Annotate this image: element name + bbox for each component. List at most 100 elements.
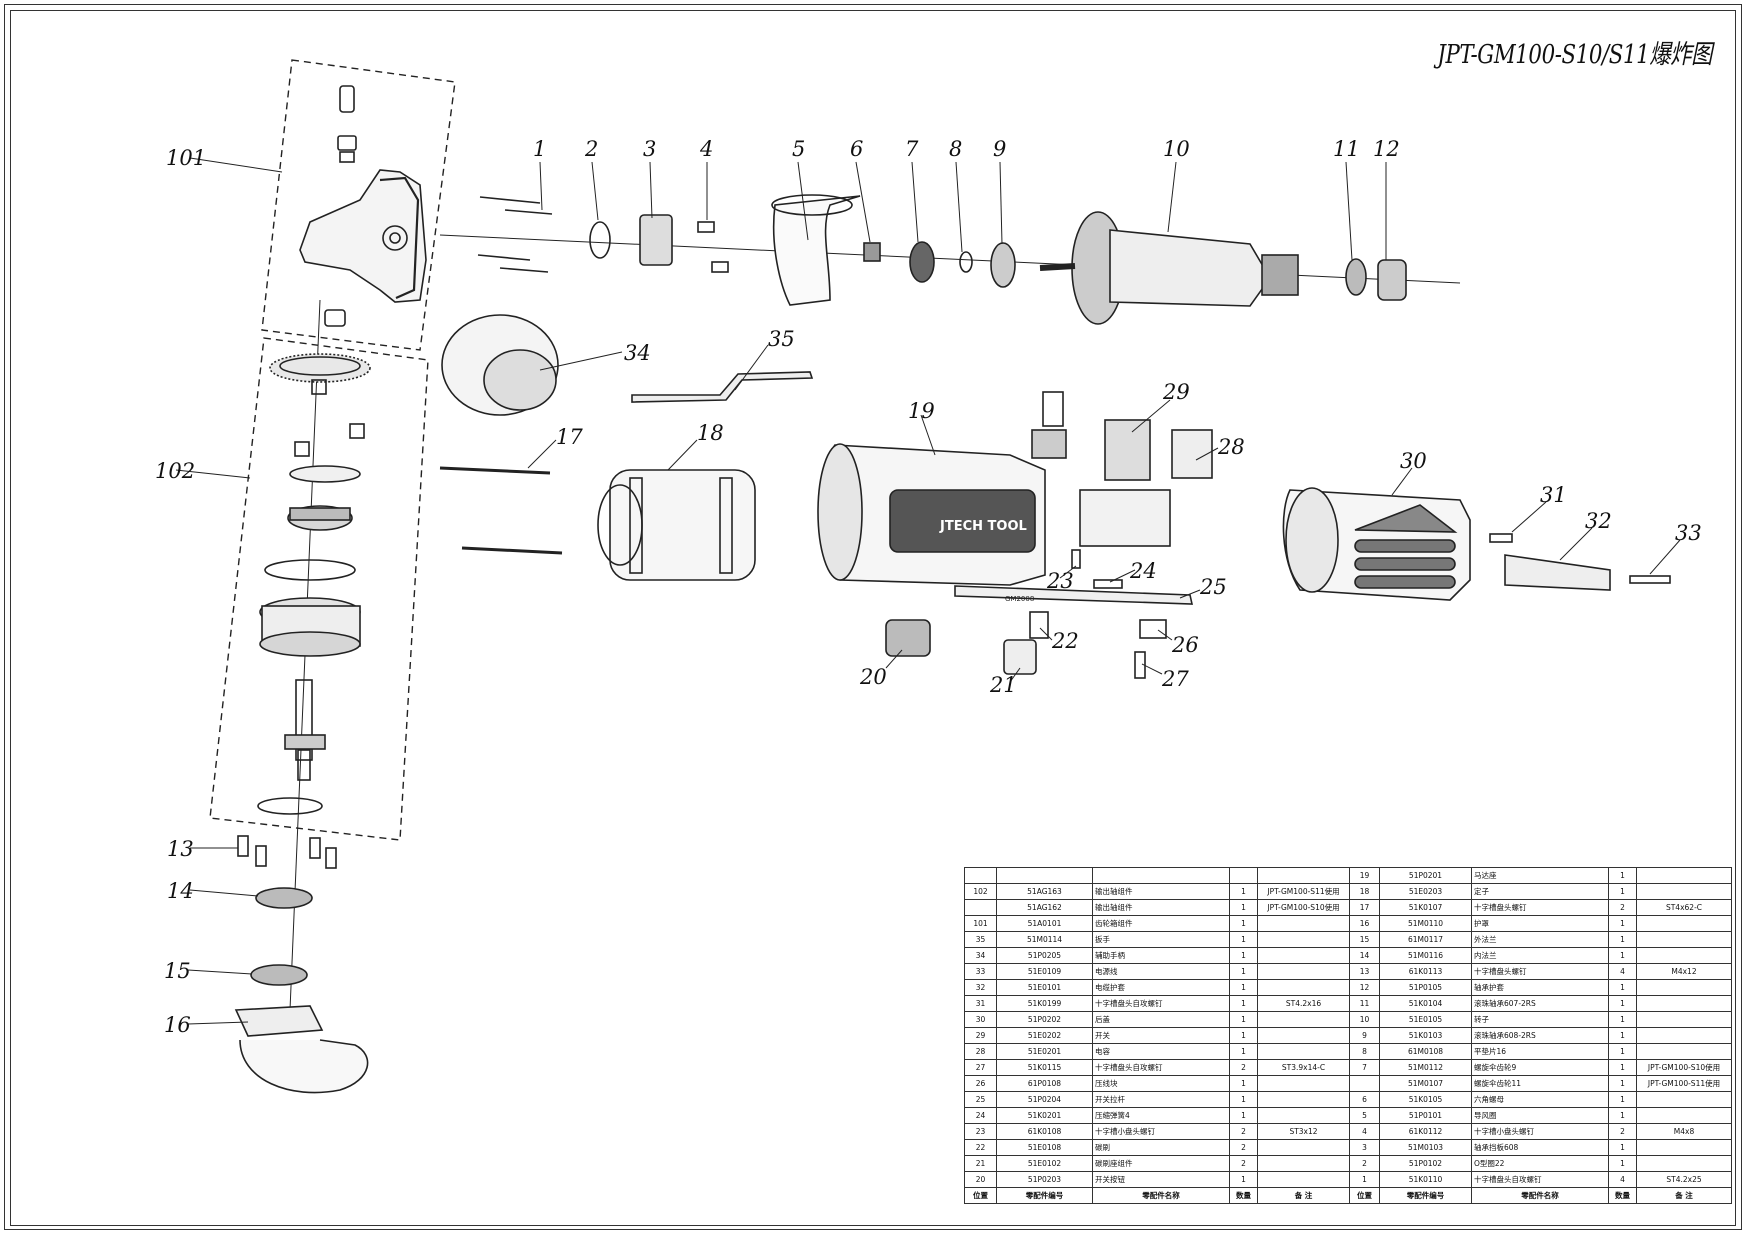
table-cell-code: 51K0201 [996,1107,1093,1124]
table-cell-name [1092,867,1230,884]
table-cell-name: 开关拉杆 [1092,1091,1230,1108]
table-cell-name: 十字槽小盘头螺钉 [1092,1123,1230,1140]
table-cell-pos: 9 [1349,1027,1380,1044]
brand-logo: JTECH TOOL [939,519,1027,534]
table-cell-pos: 32 [964,979,997,996]
table-cell-pos: 4 [1349,1123,1380,1140]
table-cell-pos: 31 [964,995,997,1012]
table-cell-note [1636,931,1732,948]
table-cell-pos: 14 [1349,947,1380,964]
callout-18: 18 [697,421,724,445]
table-header-cell: 零配件编号 [996,1187,1093,1204]
table-cell-qty: 2 [1229,1139,1258,1156]
table-cell-note [1636,1155,1732,1172]
callout-10: 10 [1163,137,1190,161]
table-cell-code: 51P0202 [996,1011,1093,1028]
screw-4b [711,261,729,273]
table-header-row: 位置零配件编号零配件名称数量备 注位置零配件编号零配件名称数量备 注 [964,1187,1732,1204]
table-cell-code: 51E0108 [996,1139,1093,1156]
table-cell-qty: 1 [1608,947,1637,964]
table-cell-qty: 2 [1608,899,1637,916]
table-cell-note [1257,1027,1350,1044]
table-cell-qty: 1 [1608,883,1637,900]
table-cell-code: 51A0101 [996,915,1093,932]
table-cell-code: 51E0203 [1379,883,1472,900]
bearing-plate [639,214,673,266]
table-cell-code: 51K0104 [1379,995,1472,1012]
table-cell-pos: 35 [964,931,997,948]
table-cell-qty: 1 [1608,1011,1637,1028]
table-cell-pos: 27 [964,1059,997,1076]
table-header-cell: 位置 [1349,1187,1380,1204]
table-cell-qty: 1 [1608,867,1637,884]
bearing-sleeve [1377,259,1407,301]
table-cell-name: 压缩弹簧4 [1092,1107,1230,1124]
table-cell-code: 51M0110 [1379,915,1472,932]
table-cell-code: 51E0202 [996,1027,1093,1044]
switch-terminal [1031,429,1067,459]
callout-2: 2 [584,137,598,161]
switch-rod [954,585,1194,605]
table-cell-qty: 1 [1608,1091,1637,1108]
table-cell-note [1636,867,1732,884]
callout-19: 19 [908,399,935,423]
table-cell-qty [1229,867,1258,884]
brush-holder [1003,639,1037,675]
carbon-brush [1029,611,1049,639]
table-cell-pos: 26 [964,1075,997,1092]
table-cell-name: 齿轮箱组件 [1092,915,1230,932]
table-cell-note [1257,1091,1350,1108]
table-cell-note: JPT-GM100-S10使用 [1257,899,1350,916]
table-cell-code [996,867,1093,884]
table-cell-code: 51AG162 [996,899,1093,916]
screws-13 [237,835,337,869]
table-cell-name: 内法兰 [1471,947,1609,964]
table-cell-pos: 19 [1349,867,1380,884]
table-cell-name: 碳刷座组件 [1092,1155,1230,1172]
compression-spring [1093,579,1123,589]
table-cell-note [1257,1139,1350,1156]
table-cell-code: 51K0115 [996,1059,1093,1076]
table-cell-qty: 2 [1229,1059,1258,1076]
table-cell-code: 51E0101 [996,979,1093,996]
rear-cover [1282,487,1471,601]
callout-12: 12 [1373,137,1400,161]
hex-nut [863,242,881,262]
table-cell-qty: 1 [1229,883,1258,900]
table-cell-pos [964,867,997,884]
table-cell-code: 51K0105 [1379,1091,1472,1108]
table-cell-qty: 1 [1608,1155,1637,1172]
table-cell-qty: 1 [1608,1027,1637,1044]
table-cell-note [1257,915,1350,932]
callout-4: 4 [699,137,713,161]
cable-sleeve [1504,554,1611,591]
table-cell-qty: 1 [1608,1139,1637,1156]
table-cell-code: 51E0201 [996,1043,1093,1060]
table-cell-note [1257,963,1350,980]
outer-flange [250,964,308,986]
table-cell-qty: 1 [1229,1107,1258,1124]
table-cell-code: 51M0107 [1379,1075,1472,1092]
air-baffle [772,195,861,306]
spindle-assembly [257,353,371,815]
callout-28: 28 [1217,435,1245,459]
table-cell-note: ST3x12 [1257,1123,1350,1140]
callout-23: 23 [1046,569,1074,593]
table-cell-name: 十字槽盘头自攻螺钉 [1092,1059,1230,1076]
table-cell-note [1257,1075,1350,1092]
callout-25: 25 [1199,575,1227,599]
callout-32: 32 [1585,509,1612,533]
table-cell-qty: 1 [1608,1075,1637,1092]
callout-5: 5 [792,137,805,161]
rotor [1039,211,1299,325]
table-cell-pos: 11 [1349,995,1380,1012]
table-cell-note [1636,915,1732,932]
table-cell-qty: 1 [1608,915,1637,932]
table-cell-note [1257,947,1350,964]
table-cell-code: 61K0113 [1379,963,1472,980]
